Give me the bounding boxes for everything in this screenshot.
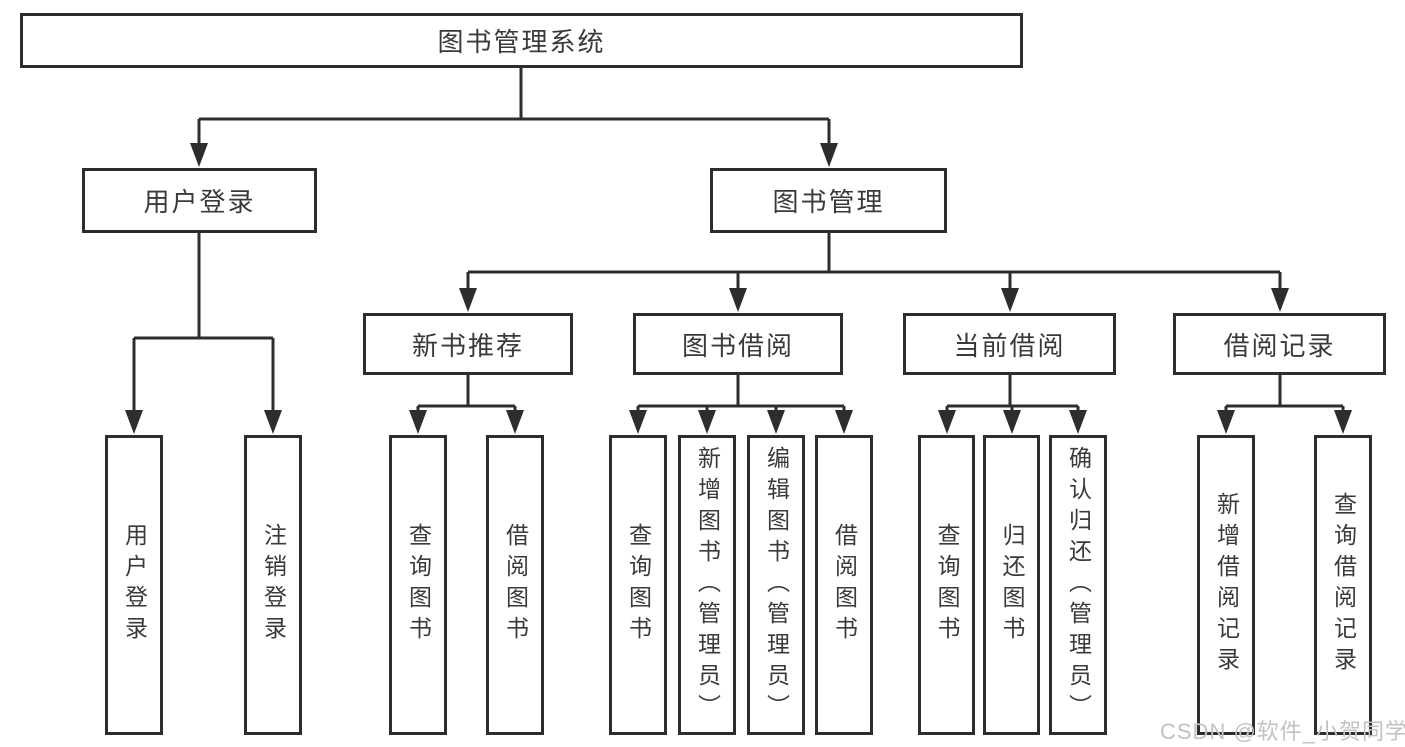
arrowhead-icon [629, 410, 647, 434]
arrowhead-icon [1069, 410, 1087, 434]
arrowhead-icon [1003, 410, 1021, 434]
leaf-confirm-return-admin: 确认归还（管理员） [1049, 435, 1107, 735]
arrowhead-icon [1334, 410, 1352, 434]
leaf-add-books-admin: 新增图书（管理员） [678, 435, 736, 735]
leaf-borrow-books-recommend: 借阅图书 [486, 435, 544, 735]
leaf-borrow-books: 借阅图书 [815, 435, 873, 735]
node-current-borrowing: 当前借阅 [903, 313, 1116, 375]
leaf-query-books-current: 查询图书 [918, 435, 975, 735]
arrowhead-icon [767, 410, 785, 434]
leaf-query-books-recommend: 查询图书 [389, 435, 447, 735]
leaf-user-login: 用户登录 [105, 435, 163, 735]
node-book-management: 图书管理 [710, 168, 947, 233]
arrowheads-group [125, 119, 1352, 434]
node-new-book-recommend: 新书推荐 [363, 313, 573, 375]
arrowhead-icon [125, 410, 143, 434]
arrowhead-icon [459, 288, 477, 312]
leaf-query-borrow-record: 查询借阅记录 [1314, 435, 1372, 735]
node-user-login: 用户登录 [82, 168, 317, 233]
arrowhead-icon [938, 410, 956, 434]
arrowhead-icon [729, 288, 747, 312]
arrowhead-icon [1271, 288, 1289, 312]
arrowhead-icon [409, 410, 427, 434]
arrowhead-icon [698, 410, 716, 434]
node-borrowing-records: 借阅记录 [1173, 313, 1386, 375]
node-library-management-system: 图书管理系统 [20, 13, 1023, 68]
csdn-watermark: CSDN @软件_小贺同学 [1160, 719, 1405, 744]
arrowhead-icon [820, 143, 838, 167]
leaf-logout: 注销登录 [244, 435, 302, 735]
arrowhead-icon [1001, 288, 1019, 312]
node-book-borrowing: 图书借阅 [633, 313, 843, 375]
leaf-return-books: 归还图书 [983, 435, 1040, 735]
arrowhead-icon [506, 410, 524, 434]
connector-lines [134, 68, 1343, 408]
arrowhead-icon [1217, 410, 1235, 434]
leaf-add-borrow-record: 新增借阅记录 [1197, 435, 1255, 735]
arrowhead-icon [264, 410, 282, 434]
leaf-edit-books-admin: 编辑图书（管理员） [747, 435, 805, 735]
arrowhead-icon [190, 143, 208, 167]
leaf-query-books-borrowing: 查询图书 [609, 435, 667, 735]
arrowhead-icon [835, 410, 853, 434]
